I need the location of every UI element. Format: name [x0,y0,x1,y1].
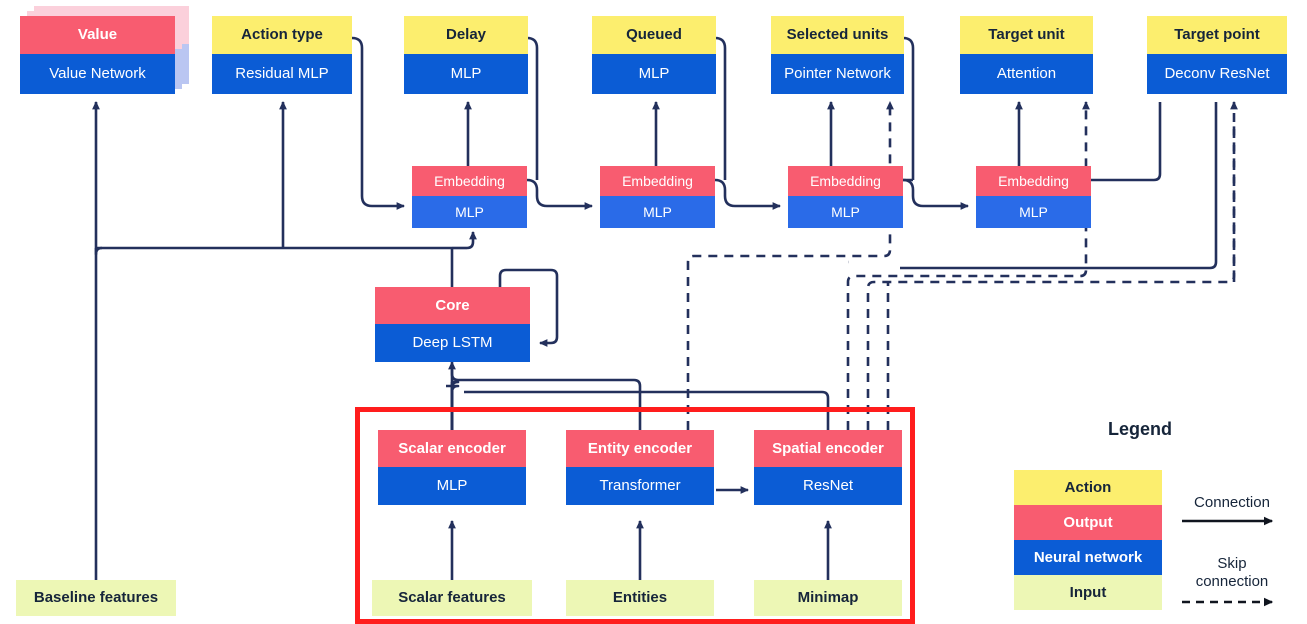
head-delay-sub: MLP [404,54,528,94]
head-target-unit-caption: Target unit [960,16,1093,54]
core-caption: Core [375,287,530,324]
head-target-unit-sub: Attention [960,54,1093,94]
embedding-2-sub: MLP [600,196,715,228]
legend-skip-label-line2: connection [1195,573,1269,590]
embedding-4-sub: MLP [976,196,1091,228]
legend-swatch-action: Action [1014,470,1162,505]
embedding-3-sub: MLP [788,196,903,228]
core-block[interactable]: Core Deep LSTM [375,287,530,362]
input-baseline-features-label: Baseline features [16,580,176,616]
encoder-spatial-caption: Spatial encoder [754,430,902,467]
legend-swatch-stack: Action Output Neural network Input [1014,470,1162,610]
head-delay-caption: Delay [404,16,528,54]
input-entities[interactable]: Entities [566,580,714,616]
head-selected-units-sub: Pointer Network [771,54,904,94]
head-action-type[interactable]: Action type Residual MLP [212,16,352,94]
embedding-3[interactable]: Embedding MLP [788,166,903,228]
encoder-spatial-sub: ResNet [754,467,902,505]
head-selected-units-caption: Selected units [771,16,904,54]
head-value-caption: Value [20,16,175,54]
encoder-entity-caption: Entity encoder [566,430,714,467]
embedding-4[interactable]: Embedding MLP [976,166,1091,228]
legend-connection-label: Connection [1194,494,1270,511]
encoder-scalar-caption: Scalar encoder [378,430,526,467]
head-action-type-sub: Residual MLP [212,54,352,94]
legend-title: Legend [1107,419,1172,439]
legend-swatch-input: Input [1014,575,1162,610]
input-minimap[interactable]: Minimap [754,580,902,616]
encoder-scalar-sub: MLP [378,467,526,505]
encoder-spatial[interactable]: Spatial encoder ResNet [754,430,902,505]
head-selected-units[interactable]: Selected units Pointer Network [771,16,904,94]
encoder-highlight-box [355,407,915,624]
encoder-scalar[interactable]: Scalar encoder MLP [378,430,526,505]
head-action-type-caption: Action type [212,16,352,54]
embedding-4-caption: Embedding [976,166,1091,196]
embedding-2-caption: Embedding [600,166,715,196]
head-target-point-caption: Target point [1147,16,1287,54]
input-minimap-label: Minimap [754,580,902,616]
legend-swatch-output: Output [1014,505,1162,540]
input-scalar-features[interactable]: Scalar features [372,580,532,616]
embedding-1-caption: Embedding [412,166,527,196]
head-queued[interactable]: Queued MLP [592,16,716,94]
input-entities-label: Entities [566,580,714,616]
core-sub: Deep LSTM [375,324,530,362]
embedding-1-sub: MLP [412,196,527,228]
head-value-sub: Value Network [20,54,175,94]
embedding-3-caption: Embedding [788,166,903,196]
embedding-1[interactable]: Embedding MLP [412,166,527,228]
encoder-entity[interactable]: Entity encoder Transformer [566,430,714,505]
legend-swatch-neural-network: Neural network [1014,540,1162,575]
head-queued-sub: MLP [592,54,716,94]
input-scalar-features-label: Scalar features [372,580,532,616]
encoder-entity-sub: Transformer [566,467,714,505]
embedding-2[interactable]: Embedding MLP [600,166,715,228]
input-baseline-features[interactable]: Baseline features [16,580,176,616]
head-target-unit[interactable]: Target unit Attention [960,16,1093,94]
head-value[interactable]: Value Value Network [20,16,175,94]
head-delay[interactable]: Delay MLP [404,16,528,94]
head-target-point[interactable]: Target point Deconv ResNet [1147,16,1287,94]
head-queued-caption: Queued [592,16,716,54]
legend-skip-label-line1: Skip [1217,555,1247,572]
head-target-point-sub: Deconv ResNet [1147,54,1287,94]
